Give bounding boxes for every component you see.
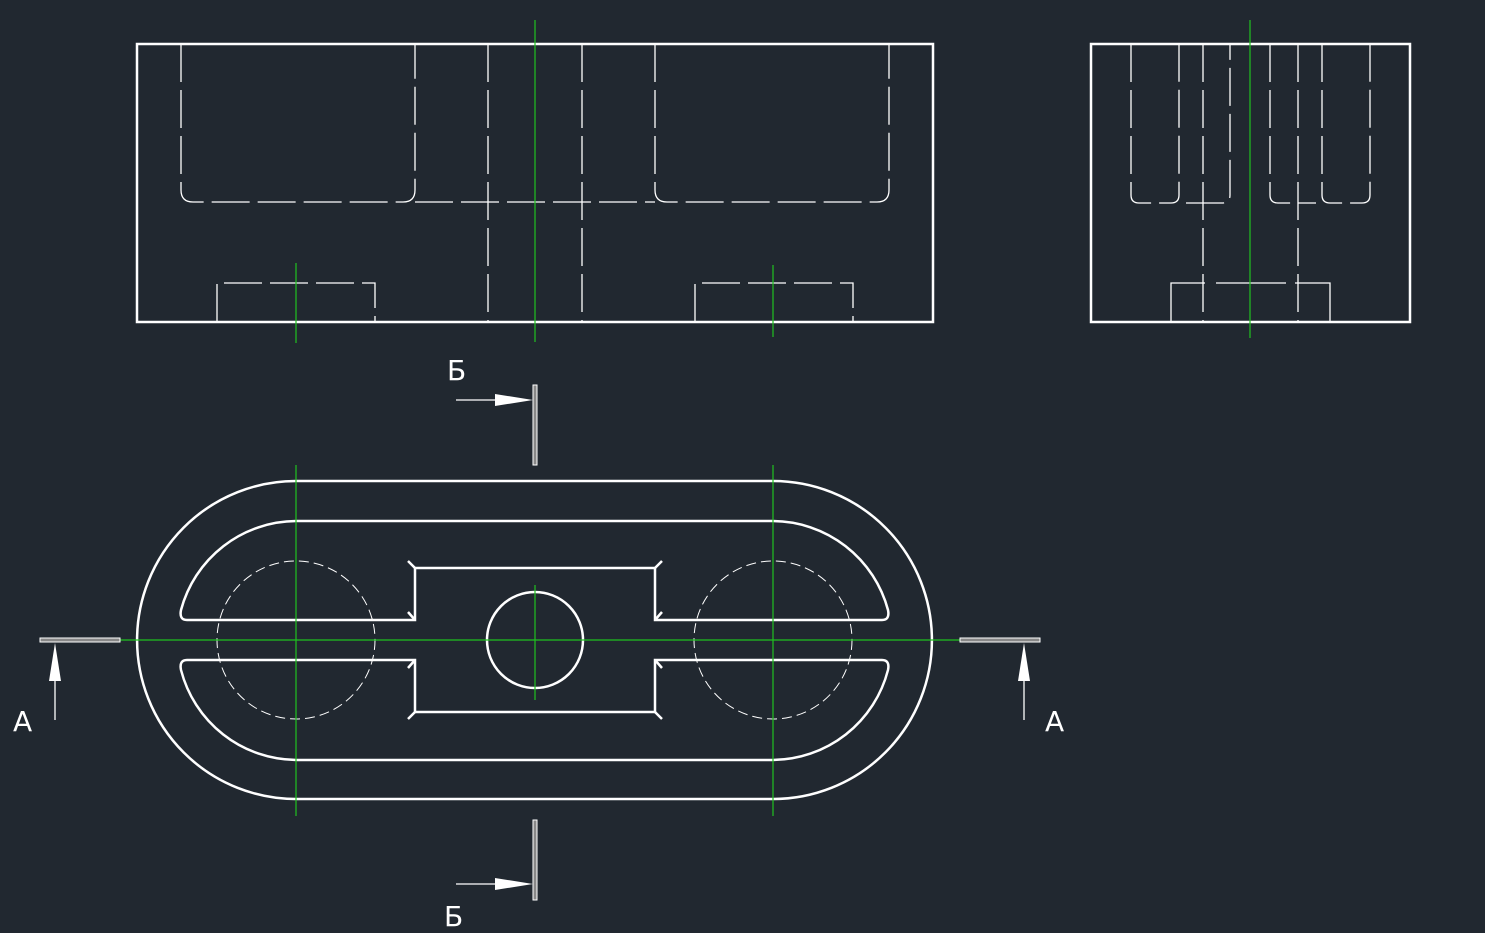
arrow-up-icon <box>49 643 61 681</box>
front-view <box>135 20 935 343</box>
front-hidden-step-right <box>694 282 854 322</box>
arrow-right-icon <box>495 878 533 890</box>
side-hidden-pocket <box>1269 44 1316 204</box>
front-hidden-pocket-left <box>180 44 416 203</box>
section-line <box>959 637 1041 643</box>
section-b-bottom[interactable] <box>456 819 538 901</box>
side-hidden-pocket <box>1321 44 1371 204</box>
section-a-right[interactable] <box>959 637 1041 720</box>
section-label-b-bottom: Б <box>444 900 464 933</box>
top-view <box>120 465 960 816</box>
section-line <box>532 819 538 901</box>
section-label-a-right: A <box>1045 705 1065 738</box>
section-label-a-left: A <box>13 705 33 738</box>
section-line <box>532 384 538 466</box>
front-hidden-pocket-right <box>654 44 890 203</box>
section-line <box>39 637 121 643</box>
section-b-top[interactable] <box>456 384 538 466</box>
side-view <box>1089 20 1412 338</box>
section-label-b-top: Б <box>447 354 467 387</box>
side-step <box>1170 282 1331 322</box>
side-hidden-pocket <box>1186 44 1231 204</box>
side-hidden-pocket <box>1130 44 1180 204</box>
arrow-right-icon <box>495 394 533 406</box>
arrow-up-icon <box>1018 643 1030 681</box>
section-a-left[interactable] <box>39 637 121 720</box>
chamfer-marks <box>407 560 663 720</box>
